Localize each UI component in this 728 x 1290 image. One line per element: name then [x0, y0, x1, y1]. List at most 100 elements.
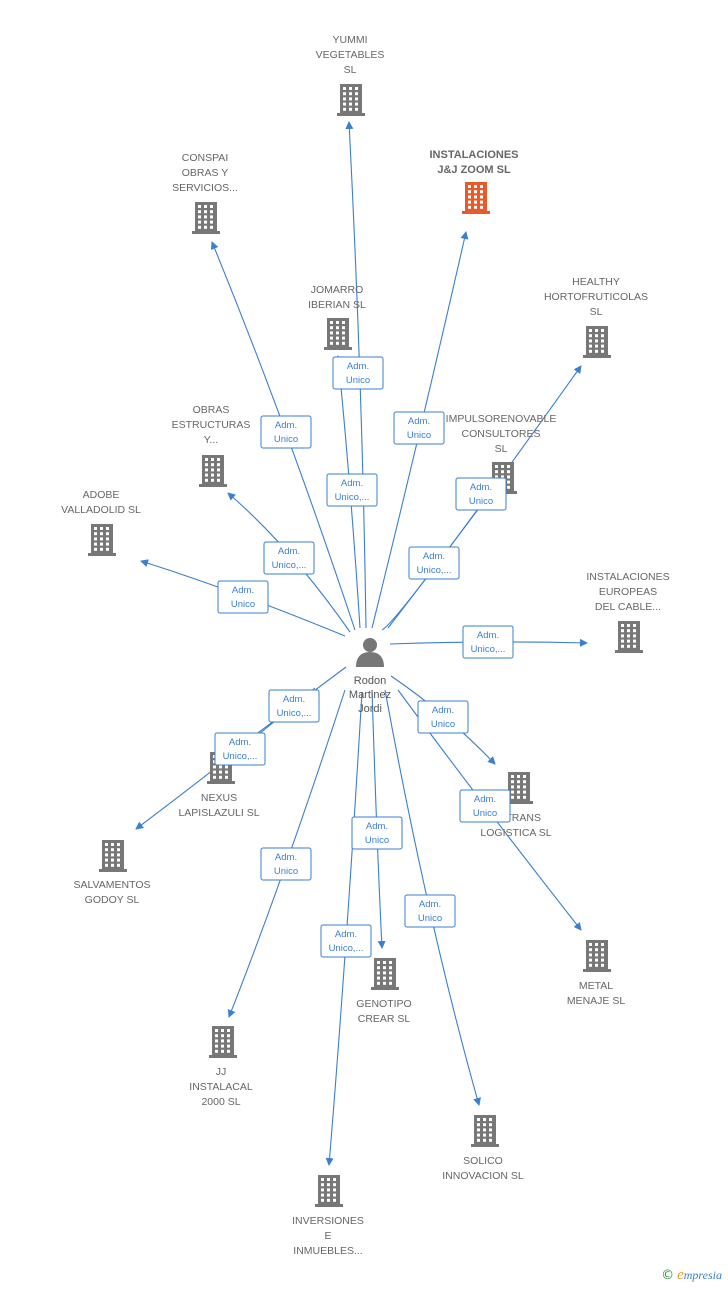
edge-label-healthy[interactable]: Adm. Unico,...: [408, 546, 460, 580]
company-name-line: SALVAMENTOS: [73, 879, 150, 891]
company-name-line: LOGISTICA SL: [480, 827, 551, 839]
edge-label-genotipo[interactable]: Adm.Unico: [351, 816, 403, 850]
person-name-line-2: Martinez: [349, 689, 391, 701]
edge-label-box: [459, 789, 511, 823]
company-name-line: SL: [495, 443, 508, 455]
company-name-line: CONSULTORES: [462, 428, 541, 440]
edge-label-yummi[interactable]: Adm.Unico: [332, 356, 384, 390]
edge-label-inversiones[interactable]: Adm.Unico,...: [320, 924, 372, 958]
edge-label-box: [268, 689, 320, 723]
company-name-line: LAPISLAZULI SL: [178, 807, 259, 819]
company-name-line: NEXUS: [201, 792, 237, 804]
company-name-line: E: [324, 1230, 331, 1242]
edge-label-box: [214, 732, 266, 766]
edge-label-metal[interactable]: Adm.Unico: [459, 789, 511, 823]
edge-label-text: Unico: [231, 599, 255, 610]
edge-label-jomarro[interactable]: Adm.Unico,...: [326, 473, 378, 507]
brand-initial: e: [677, 1267, 684, 1283]
company-node-obras[interactable]: OBRASESTRUCTURASY...: [172, 404, 251, 487]
edge-label-text: Unico,...: [335, 492, 370, 503]
edge-label-text: Adm.: [275, 420, 297, 431]
edge-label-conspai[interactable]: Adm. Unico: [260, 415, 312, 449]
edge-label-text: Unico: [418, 913, 442, 924]
edge-label-text: Unico: [274, 434, 298, 445]
edge-label-ertrans[interactable]: Adm.Unico: [417, 700, 469, 734]
edge-label-text: Unico: [365, 835, 389, 846]
edge-label-text: Adm.: [408, 416, 430, 427]
company-name-line: SL: [344, 64, 357, 76]
building-icon: [324, 318, 352, 350]
building-icon: [371, 958, 399, 990]
company-node-adobe[interactable]: ADOBE VALLADOLID SL: [61, 489, 141, 556]
building-icon: [471, 1115, 499, 1147]
company-name-line: ADOBE: [83, 489, 120, 501]
edge-label-instalaciones-jj[interactable]: Adm. Unico: [393, 411, 445, 445]
edge-label-impulsor[interactable]: Adm.Unico: [455, 477, 507, 511]
edge-label-box: [326, 473, 378, 507]
edge-label-jj2000[interactable]: Adm.Unico: [260, 847, 312, 881]
building-icon: [337, 84, 365, 116]
company-name-line: OBRAS: [193, 404, 230, 416]
company-name-line: DEL CABLE...: [595, 601, 661, 613]
edge-label-text: Adm.: [419, 899, 441, 910]
company-name-line: HEALTHY: [572, 276, 620, 288]
edge-label-europeas[interactable]: Adm. Unico,...: [462, 625, 514, 659]
edge-label-obras[interactable]: Adm.Unico,...: [263, 541, 315, 575]
company-name-line: INNOVACION SL: [442, 1170, 524, 1182]
edge-label-box: [217, 580, 269, 614]
company-name-line: SOLICO: [463, 1155, 503, 1167]
edge-label-text: Unico: [407, 430, 431, 441]
building-icon: [615, 621, 643, 653]
company-name-line: IMPULSORENOVABLE: [446, 413, 557, 425]
company-name-line: GENOTIPO: [356, 998, 411, 1010]
center-person[interactable]: Rodon Martinez Jordi: [349, 638, 391, 715]
company-node-inversiones[interactable]: INVERSIONESEINMUEBLES...: [292, 1175, 364, 1257]
company-node-solico[interactable]: SOLICO INNOVACION SL: [442, 1115, 524, 1182]
building-icon: [209, 1026, 237, 1058]
company-name-line: J&J ZOOM SL: [437, 164, 511, 176]
building-icon: [583, 940, 611, 972]
edge-label-text: Adm.: [278, 546, 300, 557]
company-name-line: VALLADOLID SL: [61, 504, 141, 516]
company-name-line: IBERIAN SL: [308, 299, 366, 311]
company-name-line: CREAR SL: [358, 1013, 411, 1025]
person-name-line-1: Rodon: [354, 675, 386, 687]
edge-label-box: [263, 541, 315, 575]
footer-brand: ©empresia: [661, 1267, 722, 1284]
company-name-line: INSTALACAL: [189, 1081, 253, 1093]
edge-label-text: Unico,...: [223, 751, 258, 762]
company-name-line: METAL: [579, 980, 613, 992]
edge-label-salvamentos[interactable]: Adm. Unico,...: [214, 732, 266, 766]
edge-label-adobe[interactable]: Adm.Unico: [217, 580, 269, 614]
company-name-line: OBRAS Y: [182, 167, 229, 179]
edge-label-text: Unico,...: [417, 565, 452, 576]
edge-label-text: Adm.: [477, 630, 499, 641]
edge-label-text: Adm.: [423, 551, 445, 562]
building-icon: [199, 455, 227, 487]
company-node-genotipo[interactable]: GENOTIPO CREAR SL: [356, 958, 412, 1025]
company-name-line: SL: [590, 306, 603, 318]
edge-label-box: [320, 924, 372, 958]
edge-label-nexus[interactable]: Adm.Unico,...: [268, 689, 320, 723]
company-name-line: YUMMI: [333, 34, 368, 46]
building-icon: [505, 772, 533, 804]
edge-label-text: Adm.: [470, 482, 492, 493]
edge-label-solico[interactable]: Adm. Unico: [404, 894, 456, 928]
edge-label-text: Unico: [346, 375, 370, 386]
edge-label-box: [260, 847, 312, 881]
building-icon: [88, 524, 116, 556]
edge-label-text: Unico,...: [277, 708, 312, 719]
edge-label-text: Unico,...: [471, 644, 506, 655]
edge-label-text: Adm.: [229, 737, 251, 748]
building-icon: [315, 1175, 343, 1207]
